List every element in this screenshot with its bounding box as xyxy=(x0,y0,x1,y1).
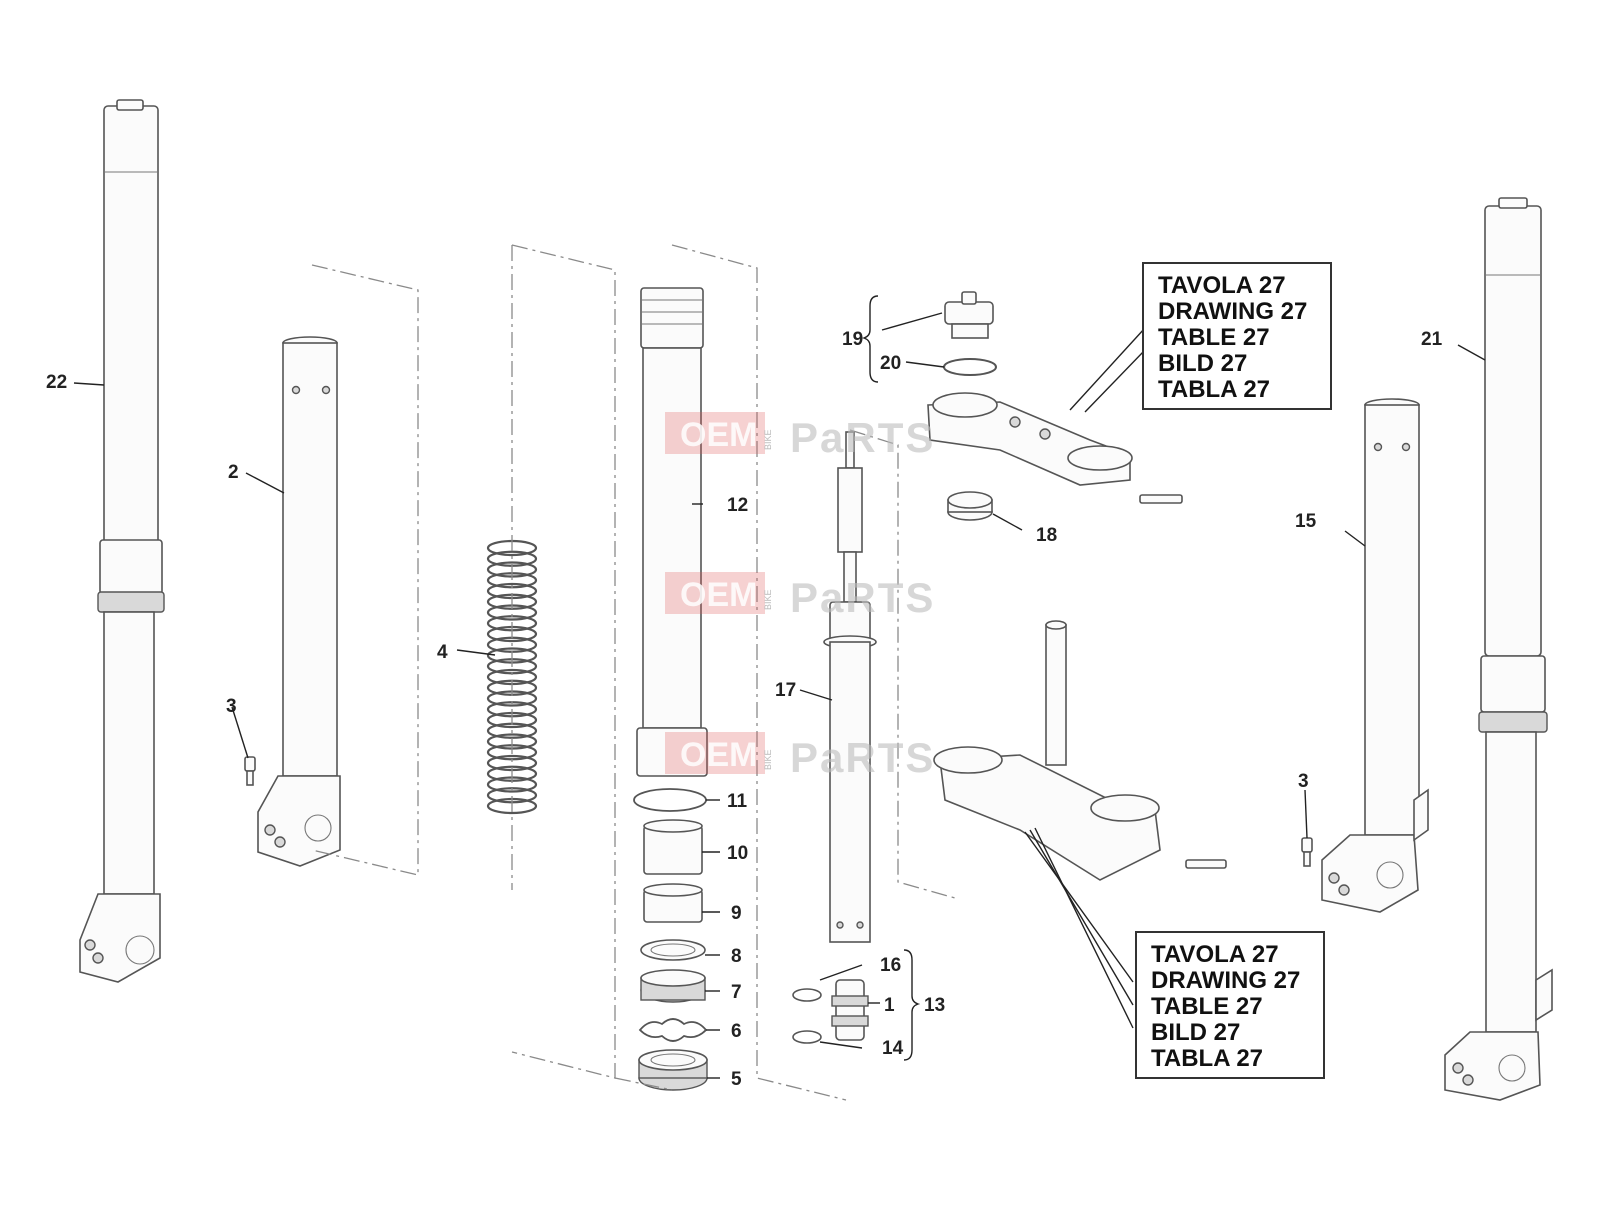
reference-line: TABLA 27 xyxy=(1158,376,1270,403)
part-1-valve xyxy=(831,979,869,1041)
watermark-1: OEM PaRTS BIKE xyxy=(665,412,935,461)
part-20-o-ring xyxy=(943,358,997,376)
callout-11: 11 xyxy=(727,791,748,812)
reference-line: BILD 27 xyxy=(1158,350,1247,377)
bracket-19 xyxy=(861,295,879,383)
callout-18: 18 xyxy=(1036,525,1057,546)
part-19-top-cap xyxy=(944,291,994,339)
callout-19: 19 xyxy=(842,329,863,350)
watermark-brand: BIKE xyxy=(763,749,773,770)
callout-16: 16 xyxy=(880,955,901,976)
callout-14: 14 xyxy=(882,1038,904,1059)
reference-line: DRAWING 27 xyxy=(1151,967,1300,994)
part-12-inner-tube xyxy=(636,287,708,777)
callout-9: 9 xyxy=(731,903,742,924)
part-14-o-ring xyxy=(792,1030,822,1044)
callout-13: 13 xyxy=(924,995,945,1016)
part-17-damper-rod xyxy=(823,431,877,943)
watermark-3: OEM PaRTS BIKE xyxy=(665,732,935,781)
reference-line: TABLE 27 xyxy=(1158,324,1270,351)
part-11-circlip xyxy=(633,788,707,812)
part-10-bushing xyxy=(643,819,703,875)
watermark-brand: OEM xyxy=(680,736,757,774)
callout-3: 3 xyxy=(226,696,237,717)
part-15-fork-tube-right xyxy=(1321,398,1429,913)
watermark-brand: OEM xyxy=(680,416,757,454)
watermark-brand: BIKE xyxy=(763,429,773,450)
callout-17: 17 xyxy=(775,680,796,701)
callout-12: 12 xyxy=(727,495,748,516)
part-2-fork-tube xyxy=(257,336,341,867)
callout-20: 20 xyxy=(880,353,901,374)
part-3-screw-left xyxy=(244,756,256,786)
callout-6: 6 xyxy=(731,1021,742,1042)
part-16-o-ring xyxy=(792,988,822,1002)
part-6-clip xyxy=(638,1018,708,1042)
callout-3: 3 xyxy=(1298,771,1309,792)
part-18-spacer xyxy=(947,491,993,521)
reference-line: TAVOLA 27 xyxy=(1151,941,1279,968)
callout-21: 21 xyxy=(1421,329,1443,350)
part-8-washer xyxy=(640,939,706,961)
reference-line: TABLE 27 xyxy=(1151,993,1263,1020)
reference-line: DRAWING 27 xyxy=(1158,298,1307,325)
callout-5: 5 xyxy=(731,1069,742,1090)
part-21-fork-leg-right xyxy=(1444,197,1553,1101)
reference-line: BILD 27 xyxy=(1151,1019,1240,1046)
part-22-fork-leg-left xyxy=(79,99,165,983)
callout-labels: 22 2 3 4 12 11 10 9 8 7 6 5 17 19 20 18 … xyxy=(46,329,1443,1090)
leader-lines xyxy=(73,312,1486,1079)
bracket-13 xyxy=(903,949,921,1061)
callout-7: 7 xyxy=(731,982,742,1003)
callout-10: 10 xyxy=(727,843,748,864)
upper-triple-clamp xyxy=(927,392,1183,504)
watermark-2: OEM PaRTS BIKE xyxy=(665,572,935,621)
alignment-lines xyxy=(311,244,956,1101)
watermark-brand: PaRTS xyxy=(790,414,935,461)
watermark-brand: OEM xyxy=(680,576,757,614)
watermark-brand: PaRTS xyxy=(790,734,935,781)
lower-triple-clamp xyxy=(933,620,1227,881)
reference-box-bottom: TAVOLA 27 DRAWING 27 TABLE 27 BILD 27 TA… xyxy=(1135,931,1325,1079)
part-7-seal xyxy=(640,969,706,1003)
reference-line: TAVOLA 27 xyxy=(1158,272,1286,299)
part-5-dust-seal xyxy=(638,1049,708,1091)
callout-8: 8 xyxy=(731,946,742,967)
reference-box-top: TAVOLA 27 DRAWING 27 TABLE 27 BILD 27 TA… xyxy=(1142,262,1332,410)
callout-2: 2 xyxy=(228,462,239,483)
watermark-brand: PaRTS xyxy=(790,574,935,621)
callout-1: 1 xyxy=(884,995,895,1016)
part-3-screw-right xyxy=(1301,837,1313,867)
callout-22: 22 xyxy=(46,372,67,393)
callout-4: 4 xyxy=(437,642,448,663)
part-9-bushing xyxy=(643,883,703,923)
reference-line: TABLA 27 xyxy=(1151,1045,1263,1072)
watermark-brand: BIKE xyxy=(763,589,773,610)
callout-15: 15 xyxy=(1295,511,1317,532)
